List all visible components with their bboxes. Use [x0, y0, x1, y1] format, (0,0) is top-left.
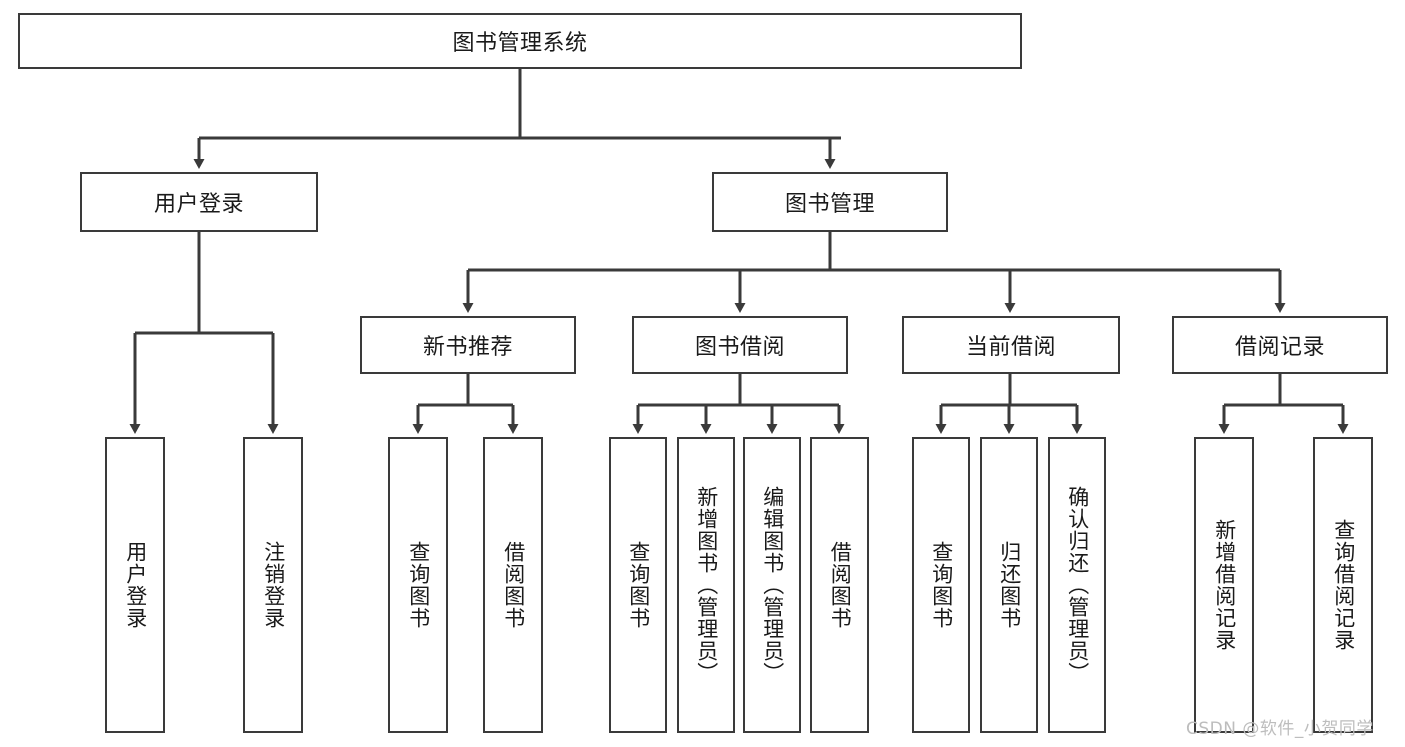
node-leaf-query-record[interactable]: 查询借阅记录 [1313, 437, 1373, 733]
node-borrow-record-label: 借阅记录 [1234, 335, 1325, 360]
node-leaf-query-book-2[interactable]: 查询图书 [609, 437, 667, 733]
node-user-login[interactable]: 用户登录 [80, 172, 318, 232]
node-leaf-user-logout-label: 注销登录 [261, 541, 286, 629]
node-leaf-borrow-book-1[interactable]: 借阅图书 [483, 437, 543, 733]
node-current-borrow[interactable]: 当前借阅 [902, 316, 1120, 374]
node-leaf-add-record[interactable]: 新增借阅记录 [1194, 437, 1254, 733]
node-leaf-confirm-return[interactable]: 确认归还（管理员） [1048, 437, 1106, 733]
node-new-book-rec[interactable]: 新书推荐 [360, 316, 576, 374]
node-leaf-query-record-label: 查询借阅记录 [1331, 519, 1356, 651]
node-leaf-add-book[interactable]: 新增图书（管理员） [677, 437, 735, 733]
node-leaf-add-record-label: 新增借阅记录 [1212, 519, 1237, 651]
node-leaf-borrow-book-2[interactable]: 借阅图书 [810, 437, 869, 733]
node-leaf-confirm-return-label: 确认归还（管理员） [1065, 486, 1090, 684]
node-leaf-query-book-1-label: 查询图书 [406, 541, 431, 629]
node-leaf-query-book-2-label: 查询图书 [626, 541, 651, 629]
node-leaf-edit-book-label: 编辑图书（管理员） [760, 486, 785, 684]
node-root[interactable]: 图书管理系统 [18, 13, 1022, 69]
node-leaf-user-logout[interactable]: 注销登录 [243, 437, 303, 733]
node-book-manage-label: 图书管理 [784, 192, 875, 217]
node-leaf-query-book-1[interactable]: 查询图书 [388, 437, 448, 733]
node-borrow-record[interactable]: 借阅记录 [1172, 316, 1388, 374]
node-leaf-user-login[interactable]: 用户登录 [105, 437, 165, 733]
node-new-book-rec-label: 新书推荐 [422, 335, 513, 360]
node-leaf-borrow-book-1-label: 借阅图书 [501, 541, 526, 629]
watermark: CSDN @软件_小贺同学 [1186, 719, 1374, 739]
node-leaf-add-book-label: 新增图书（管理员） [694, 486, 719, 684]
node-leaf-return-book[interactable]: 归还图书 [980, 437, 1038, 733]
node-leaf-return-book-label: 归还图书 [997, 541, 1022, 629]
node-leaf-edit-book[interactable]: 编辑图书（管理员） [743, 437, 801, 733]
node-book-borrow-label: 图书借阅 [694, 335, 785, 360]
node-leaf-query-book-3-label: 查询图书 [929, 541, 954, 629]
node-user-login-label: 用户登录 [153, 192, 244, 217]
node-current-borrow-label: 当前借阅 [965, 335, 1056, 360]
node-leaf-query-book-3[interactable]: 查询图书 [912, 437, 970, 733]
node-book-manage[interactable]: 图书管理 [712, 172, 948, 232]
node-root-label: 图书管理系统 [452, 31, 588, 56]
node-book-borrow[interactable]: 图书借阅 [632, 316, 848, 374]
node-leaf-user-login-label: 用户登录 [123, 541, 148, 629]
node-leaf-borrow-book-2-label: 借阅图书 [828, 541, 853, 629]
